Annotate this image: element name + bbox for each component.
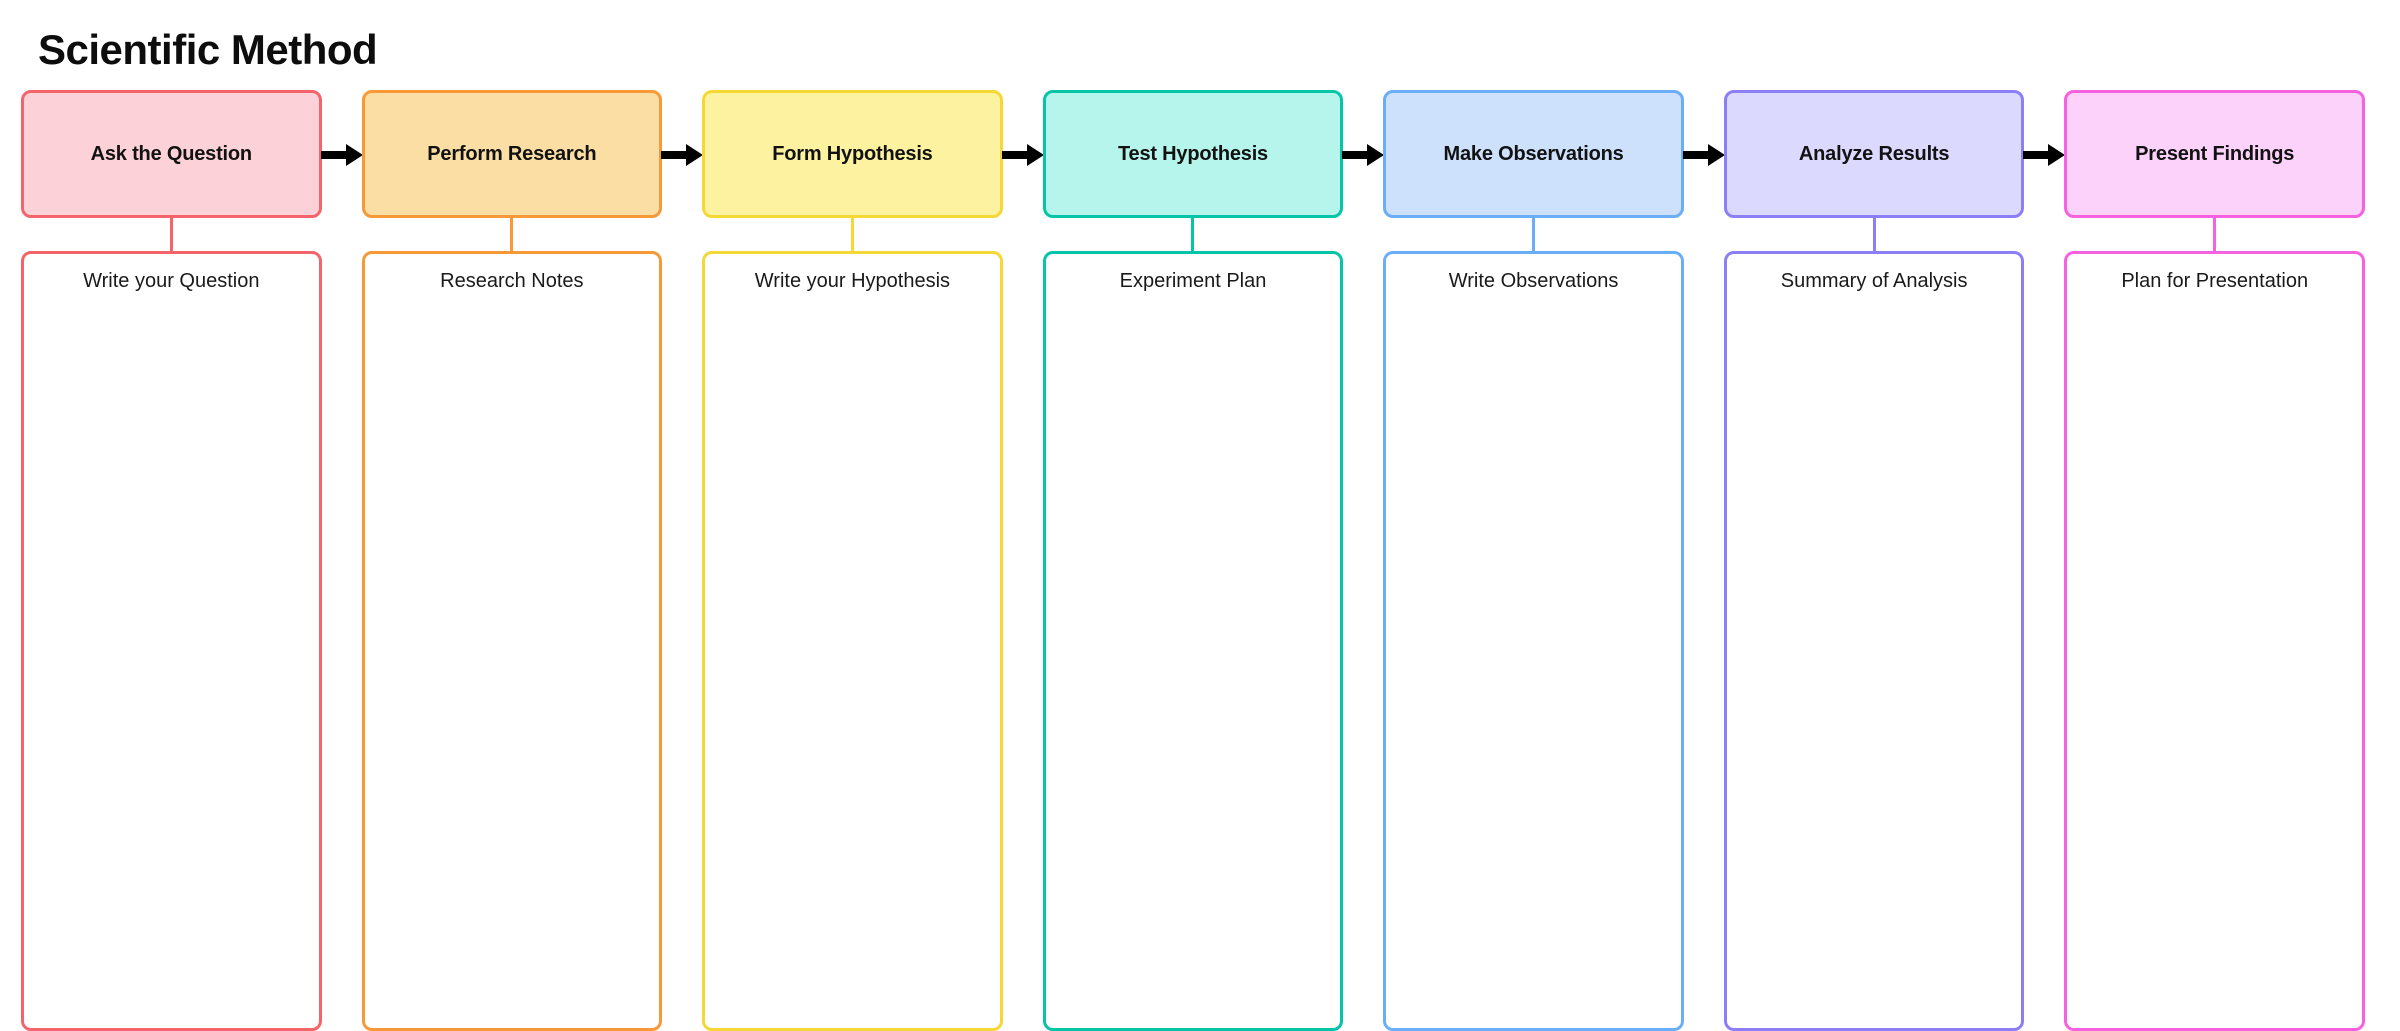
note-card-label: Plan for Presentation (2121, 270, 2309, 292)
note-card-label: Experiment Plan (1119, 270, 1267, 292)
note-card-form-hypothesis[interactable]: Write your Hypothesis (702, 251, 1003, 1031)
note-card-analyze-results[interactable]: Summary of Analysis (1723, 251, 2025, 1031)
note-card-label: Write your Hypothesis (754, 270, 951, 292)
connector-line-test-hypothesis (1191, 218, 1195, 251)
arrow-right-icon (1342, 142, 1385, 168)
connector-line-form-hypothesis (850, 218, 854, 251)
step-card-label: Analyze Results (1798, 143, 1950, 165)
step-card-perform-research[interactable]: Perform Research (361, 90, 663, 218)
step-card-analyze-results[interactable]: Analyze Results (1723, 90, 2025, 218)
note-card-present-findings[interactable]: Plan for Presentation (2064, 251, 2365, 1031)
step-card-label: Present Findings (2135, 143, 2295, 165)
arrow-right-icon (1001, 142, 1044, 168)
note-card-make-observations[interactable]: Write Observations (1383, 251, 1684, 1031)
step-card-label: Test Hypothesis (1117, 143, 1268, 165)
step-card-label: Ask the Question (90, 143, 252, 165)
note-card-perform-research[interactable]: Research Notes (361, 251, 663, 1031)
note-card-label: Summary of Analysis (1780, 270, 1968, 292)
connector-line-perform-research (510, 218, 514, 251)
page-title: Scientific Method (38, 26, 378, 73)
step-card-make-observations[interactable]: Make Observations (1383, 90, 1684, 218)
connector-line-ask-the-question (169, 218, 173, 251)
connector-line-analyze-results (1872, 218, 1876, 251)
note-card-ask-the-question[interactable]: Write your Question (21, 251, 322, 1031)
step-card-ask-the-question[interactable]: Ask the Question (21, 90, 322, 218)
step-card-present-findings[interactable]: Present Findings (2064, 90, 2365, 218)
step-card-label: Form Hypothesis (772, 143, 933, 165)
connector-line-make-observations (1532, 218, 1536, 251)
arrow-right-icon (661, 142, 704, 168)
arrow-right-icon (2023, 142, 2066, 168)
step-card-form-hypothesis[interactable]: Form Hypothesis (702, 90, 1003, 218)
arrow-right-icon (1682, 142, 1725, 168)
note-card-label: Write your Question (83, 270, 260, 292)
note-card-test-hypothesis[interactable]: Experiment Plan (1042, 251, 1344, 1031)
connector-line-present-findings (2213, 218, 2217, 251)
step-card-label: Make Observations (1443, 143, 1624, 165)
note-card-label: Research Notes (440, 270, 584, 292)
note-card-label: Write Observations (1448, 270, 1619, 292)
step-card-test-hypothesis[interactable]: Test Hypothesis (1042, 90, 1344, 218)
step-card-label: Perform Research (427, 143, 597, 165)
arrow-right-icon (320, 142, 363, 168)
